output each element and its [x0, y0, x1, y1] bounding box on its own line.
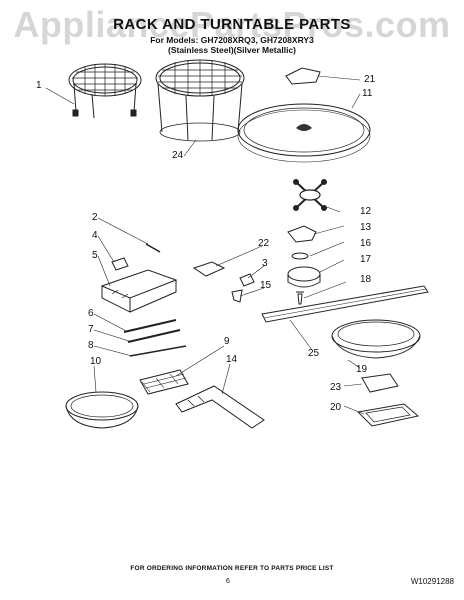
- duct-housing-part: [100, 269, 178, 313]
- turntable-motor-part: [287, 266, 321, 288]
- callout-6: 6: [88, 308, 94, 319]
- callout-11: 11: [362, 88, 373, 99]
- rod-part-6: [123, 319, 177, 333]
- callout-13: 13: [360, 222, 372, 233]
- models-subtitle: For Models: GH7208XRQ3, GH7208XRY3: [150, 35, 314, 45]
- screw-part: [296, 291, 304, 305]
- page-number: 6: [226, 578, 230, 585]
- latch-part: [231, 289, 243, 303]
- callout-3: 3: [262, 258, 268, 269]
- callout-22: 22: [258, 238, 270, 249]
- callout-8: 8: [88, 340, 94, 351]
- callout-labels: 1 2 3 4 5 6 7 8 9 10 11 12 13 14 15 16 1…: [36, 74, 376, 413]
- callout-4: 4: [92, 230, 98, 241]
- page-title: RACK AND TURNTABLE PARTS: [113, 16, 351, 33]
- glass-turntable-part: [237, 103, 371, 163]
- watermark-logo: AppliancePartsPros.com: [13, 4, 451, 45]
- rod-part-8: [129, 345, 187, 357]
- callout-2: 2: [92, 212, 98, 223]
- callout-24: 24: [172, 150, 184, 161]
- clip-part: [239, 273, 255, 287]
- callout-15: 15: [260, 280, 272, 291]
- callout-10: 10: [90, 356, 102, 367]
- low-rack-part: [68, 63, 142, 119]
- callout-16: 16: [360, 238, 372, 249]
- callout-18: 18: [360, 274, 372, 285]
- round-pan-part: [65, 391, 139, 429]
- washer-part: [291, 252, 309, 260]
- callout-7: 7: [88, 324, 94, 335]
- callout-19: 19: [356, 364, 368, 375]
- rail-part: [261, 285, 429, 323]
- leader-lines: [45, 75, 365, 415]
- square-pad-part: [361, 373, 399, 393]
- callout-20: 20: [330, 402, 342, 413]
- cooking-tray-part: [331, 319, 421, 359]
- tray-frame-part: [356, 403, 420, 427]
- high-rack-part: [155, 59, 245, 142]
- handle-part: [175, 385, 265, 429]
- callout-23: 23: [330, 382, 342, 393]
- coupler-part: [287, 225, 317, 243]
- callout-21: 21: [364, 74, 376, 85]
- callout-5: 5: [92, 250, 98, 261]
- callout-12: 12: [360, 206, 372, 217]
- ordering-info-footer: FOR ORDERING INFORMATION REFER TO PARTS …: [130, 565, 334, 572]
- callout-17: 17: [360, 254, 372, 265]
- finish-subtitle: (Stainless Steel)(Silver Metallic): [167, 45, 297, 55]
- callout-25: 25: [308, 348, 320, 359]
- document-number: W10291288: [410, 577, 454, 586]
- thermistor-part: [145, 243, 161, 253]
- sensor-part: [111, 257, 129, 271]
- callout-9: 9: [224, 336, 230, 347]
- pad-part: [285, 67, 321, 85]
- callout-1: 1: [36, 80, 42, 91]
- roller-support-part: [293, 179, 327, 211]
- grille-part: [139, 369, 189, 395]
- rod-part-7: [127, 329, 181, 343]
- filter-pad-part: [192, 261, 226, 277]
- callout-14: 14: [226, 354, 238, 365]
